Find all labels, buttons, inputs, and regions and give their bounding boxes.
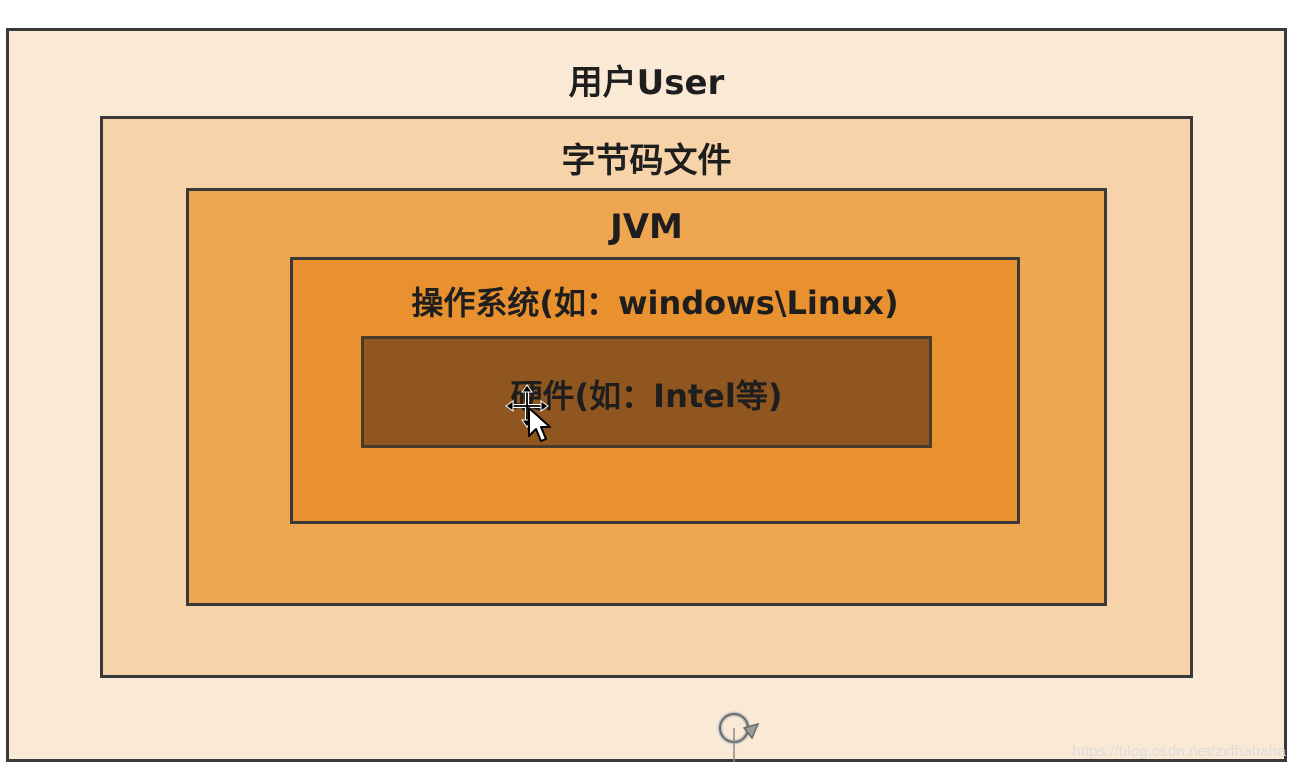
layer-hardware: 硬件(如：Intel等) <box>361 336 932 448</box>
move-cursor-icon <box>505 384 551 442</box>
refresh-icon <box>717 711 760 762</box>
layer-os-label: 操作系统(如：windows\Linux) <box>411 284 899 322</box>
layer-jvm-label: JVM <box>610 207 683 247</box>
layer-hardware-label: 硬件(如：Intel等) <box>510 377 783 415</box>
layer-bytecode-label: 字节码文件 <box>561 141 732 181</box>
watermark: https://blog.csdn.net/zxfhahaha <box>1072 743 1286 760</box>
layer-user-label: 用户User <box>568 63 725 103</box>
